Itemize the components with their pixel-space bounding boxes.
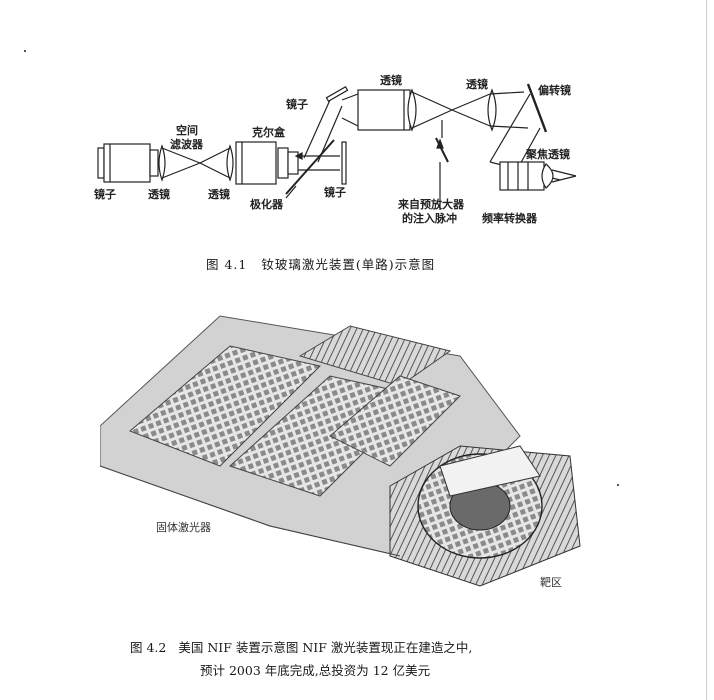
label-solid-laser: 固体激光器 — [156, 521, 211, 534]
caption-text: 钕玻璃激光装置(单路)示意图 — [261, 257, 436, 272]
label-kerr-cell: 克尔盒 — [252, 126, 285, 139]
caption-number: 图 4.1 — [206, 257, 248, 272]
caption-text: 美国 NIF 装置示意图 NIF 激光装置现正在建造之中, — [178, 640, 473, 655]
label-spatial-filter-2: 滤波器 — [170, 138, 203, 151]
label-lens-2: 透镜 — [208, 188, 230, 201]
label-deflector: 偏转镜 — [538, 84, 571, 97]
label-lens-3: 透镜 — [380, 74, 402, 87]
label-spatial-filter-1: 空间 — [176, 124, 198, 137]
label-injection-1: 来自预放大器 — [398, 198, 464, 211]
label-polarizer: 极化器 — [250, 198, 283, 211]
figure-4-1-caption: 图 4.1 钕玻璃激光装置(单路)示意图 — [206, 254, 435, 273]
label-mirror-bottom: 镜子 — [324, 186, 346, 199]
label-mirror-upper: 镜子 — [286, 98, 308, 111]
label-lens-4: 透镜 — [466, 78, 488, 91]
caption-number: 图 4.2 — [130, 640, 167, 655]
scan-speck — [24, 50, 26, 52]
label-frequency-converter: 频率转换器 — [482, 212, 537, 225]
scan-speck — [617, 484, 619, 486]
label-injection-2: 的注入脉冲 — [402, 212, 457, 225]
label-target-area: 靶区 — [540, 576, 562, 589]
figure-4-2-caption-line1: 图 4.2 美国 NIF 装置示意图 NIF 激光装置现正在建造之中, — [130, 637, 472, 656]
laser-schematic-figure: 镜子 透镜 空间 滤波器 透镜 克尔盒 极化器 镜子 镜子 透镜 透镜 偏转镜 … — [90, 70, 610, 240]
figure-4-2-caption-line2: 预计 2003 年底完成,总投资为 12 亿美元 — [200, 663, 431, 678]
nif-facility-drawing — [100, 315, 581, 587]
page-edge-rule — [706, 0, 707, 700]
nif-facility-figure: 固体激光器 靶区 — [100, 296, 610, 596]
label-focusing-lens: 聚焦透镜 — [526, 148, 570, 161]
label-lens-1: 透镜 — [148, 188, 170, 201]
label-mirror-left: 镜子 — [94, 188, 116, 201]
laser-schematic-drawing — [97, 83, 577, 210]
